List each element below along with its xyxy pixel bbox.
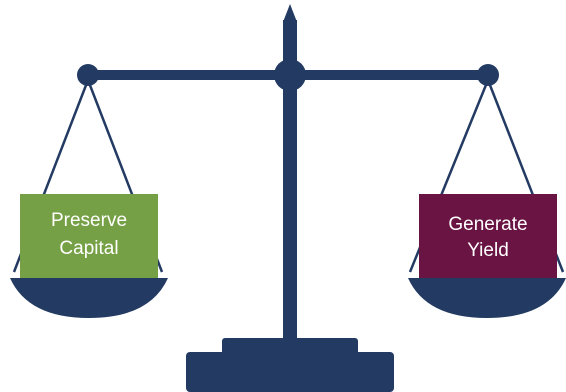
beam-right-knob — [477, 64, 499, 86]
left-box-label-line2: Capital — [59, 238, 118, 259]
scale-base-bottom — [186, 352, 394, 392]
right-box-label-line1: Generate — [448, 214, 527, 235]
left-box-label-line1: Preserve — [51, 210, 127, 231]
right-box — [419, 194, 557, 282]
right-box-label-line2: Yield — [467, 240, 509, 261]
left-box — [20, 194, 158, 282]
right-pan — [408, 278, 566, 318]
scale-base-top — [222, 338, 358, 356]
beam-center-pivot — [274, 59, 306, 91]
beam-left-knob — [77, 64, 99, 86]
left-pan — [10, 278, 168, 318]
scale-post — [283, 20, 297, 350]
scale-pointer — [283, 4, 297, 22]
